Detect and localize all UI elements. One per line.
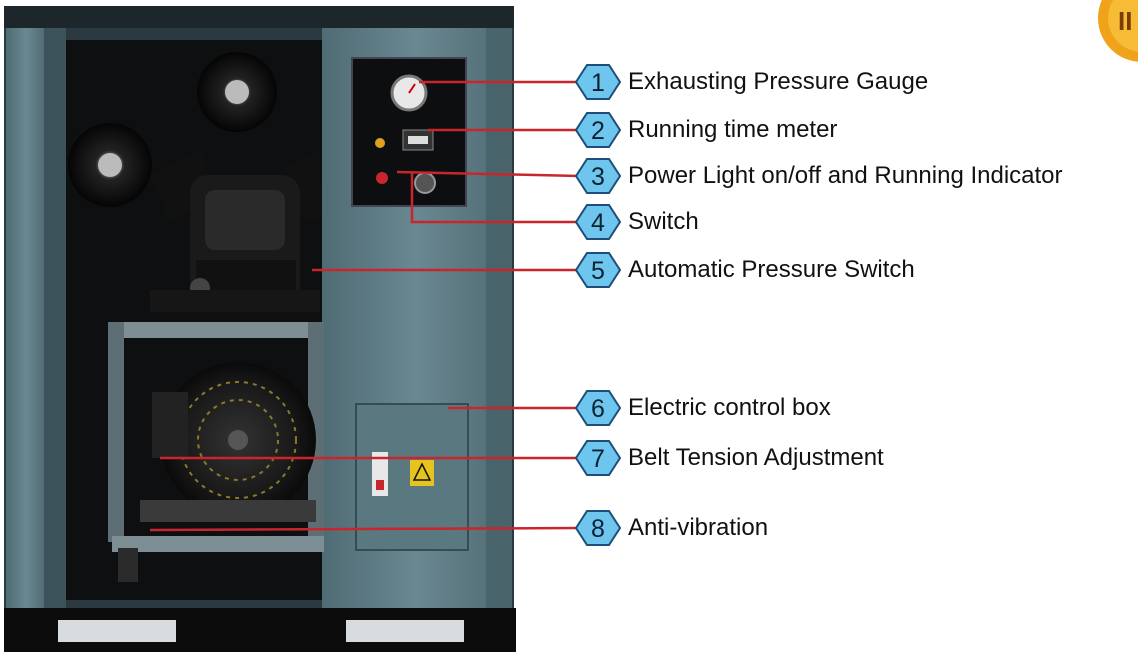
label-text-5: Automatic Pressure Switch [628, 256, 915, 283]
number-badge-6 [574, 390, 622, 426]
leader-line-8 [149, 526, 581, 532]
number-badge-1 [574, 64, 622, 100]
callout-layer: 1 2 3 4 5 6 7 8 [149, 64, 622, 546]
forklift-slot-right [346, 620, 464, 642]
electric-control-box [355, 403, 469, 551]
badge-number-3: 3 [591, 163, 605, 191]
motor-assembly [108, 322, 324, 582]
label-text-4: Switch [628, 208, 699, 235]
number-badge-8 [574, 510, 622, 546]
power-button-icon [376, 172, 388, 184]
label-text-7: Belt Tension Adjustment [628, 444, 884, 471]
badge-number-4: 4 [591, 209, 605, 237]
label-text-6: Electric control box [628, 394, 831, 421]
number-badge-3 [574, 158, 622, 194]
badge-number-8: 8 [591, 515, 605, 543]
compressor-pump [68, 52, 322, 312]
instrument-panel [351, 57, 467, 207]
indicator-light-icon [375, 138, 385, 148]
badge-number-7: 7 [591, 445, 605, 473]
leader-line-3 [396, 170, 581, 178]
leader-line-4 [410, 172, 580, 224]
number-badge-7 [574, 440, 622, 476]
badge-number-5: 5 [591, 257, 605, 285]
label-text-8: Anti-vibration [628, 514, 769, 541]
badge-number-6: 6 [591, 395, 605, 423]
label-text-3: Power Light on/off and Running Indicator [628, 162, 1063, 189]
seal-fragment: II [1098, 0, 1138, 62]
seal-text: II [1118, 6, 1132, 36]
number-badge-2 [574, 112, 622, 148]
label-text-2: Running time meter [628, 116, 838, 143]
label-text-1: Exhausting Pressure Gauge [628, 68, 929, 95]
switch-knob-icon [414, 172, 436, 194]
badge-number-2: 2 [591, 117, 605, 145]
number-badge-5 [574, 252, 622, 288]
badge-number-1: 1 [591, 69, 605, 97]
number-badge-4 [574, 204, 622, 240]
forklift-slot-left [58, 620, 176, 642]
